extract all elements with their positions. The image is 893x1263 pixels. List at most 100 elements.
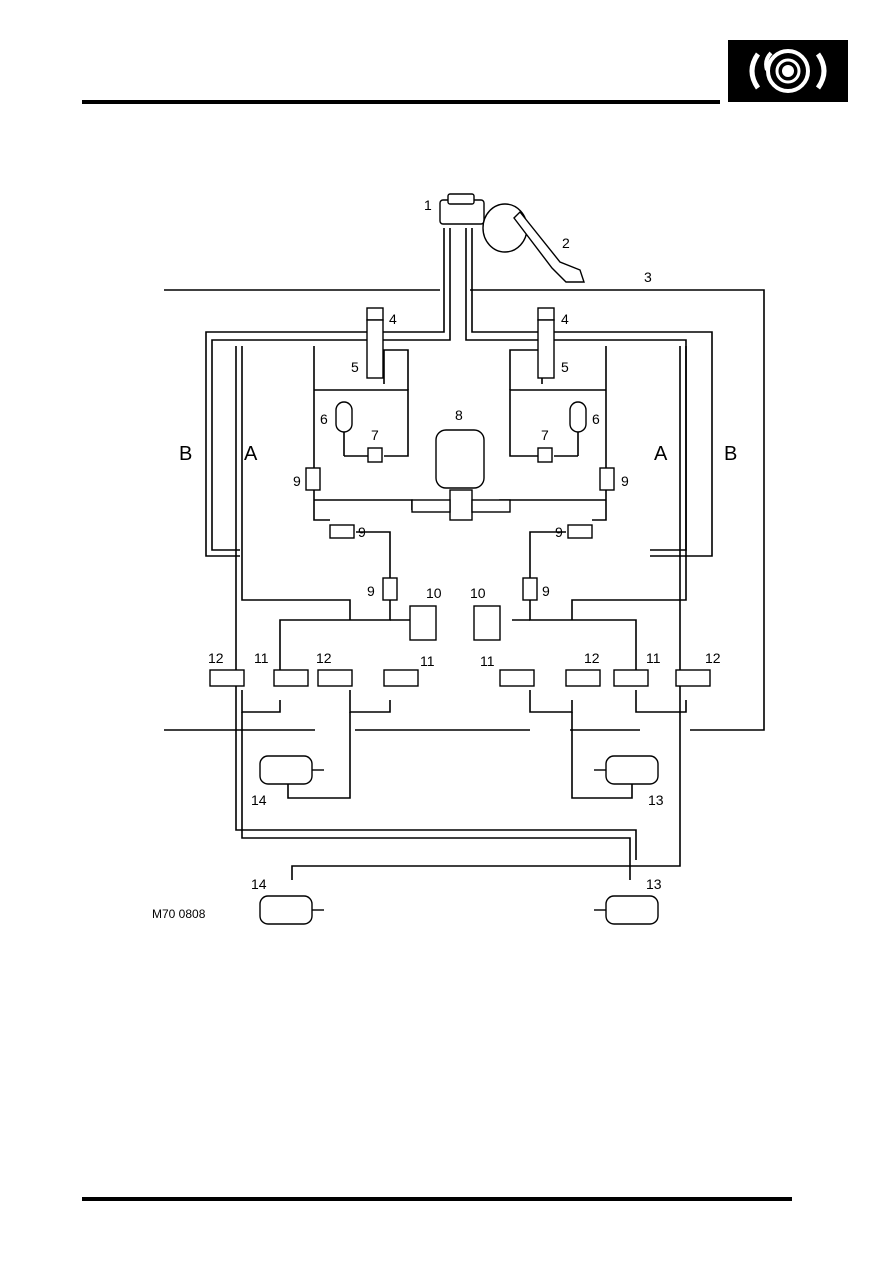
hydraulic-modulator (435, 429, 485, 489)
pipe-left-to-modulator (314, 499, 413, 510)
brake-pedal (513, 210, 585, 283)
valve-12-c (565, 669, 601, 687)
label-12-a: 12 (208, 650, 224, 666)
pipe-right-valves-a (635, 690, 687, 713)
valve-11-d (613, 669, 649, 687)
modulator-body (449, 489, 473, 521)
pipe-right-to-modulator (499, 499, 606, 510)
nrv-9-right-upper (599, 467, 615, 491)
circuit-a-left-main (235, 346, 637, 860)
pipe-left-nrv (313, 346, 330, 521)
label-circuit-b-left: B (179, 443, 192, 465)
label-12-d: 12 (705, 650, 721, 666)
label-14-rear: 14 (251, 876, 267, 892)
pipe-left-rear (279, 531, 391, 680)
label-1: 1 (424, 197, 432, 213)
nrv-9-left-upper (305, 467, 321, 491)
caliper-13-rear (605, 895, 659, 925)
label-circuit-a-left: A (244, 443, 258, 465)
pipe-left-rear-caliper (241, 712, 631, 880)
label-13-rear: 13 (646, 876, 662, 892)
label-7-right: 7 (541, 427, 549, 443)
pipe-right-valve7 (509, 389, 606, 457)
label-9-left-lower: 9 (367, 583, 375, 599)
caliper-14-front (259, 755, 313, 785)
pressure-switch-left (366, 307, 384, 321)
label-12-c: 12 (584, 650, 600, 666)
label-circuit-a-right: A (654, 443, 668, 465)
label-2: 2 (562, 235, 570, 251)
label-11-b: 11 (420, 653, 435, 669)
label-9-left-upper: 9 (293, 473, 301, 489)
brake-disc-icon (749, 49, 827, 93)
pipe-right-pump (509, 349, 543, 390)
modulator-solenoid-right (471, 499, 511, 513)
pressure-switch-right (537, 307, 555, 321)
valve-11-b (383, 669, 419, 687)
circuit-b-feed-right (465, 228, 687, 551)
label-13-front: 13 (648, 792, 664, 808)
modulator-solenoid-left (411, 499, 451, 513)
circuit-b-feed-right-outer (471, 228, 713, 557)
label-9-left-mid: 9 (358, 524, 366, 540)
accumulator-left (335, 401, 353, 433)
label-11-c: 11 (480, 653, 495, 669)
pump-unit-left (366, 319, 384, 379)
pipe-left-valves-a (241, 690, 281, 713)
nrv-9-right-mid (567, 524, 593, 539)
pipe-left-front-caliper (287, 712, 351, 799)
brakes-section-emblem (728, 40, 848, 102)
footer-rule (82, 1197, 792, 1201)
label-6-right: 6 (592, 411, 600, 427)
label-3: 3 (644, 269, 652, 285)
nrv-9-right-lower (522, 577, 538, 601)
pipe-left-accumulator (343, 430, 368, 457)
label-6-left: 6 (320, 411, 328, 427)
pipe-right-accumulator (554, 430, 579, 457)
pump-10-right (473, 605, 501, 641)
valve-12-a (209, 669, 245, 687)
pipe-right-rear (529, 531, 637, 680)
label-9-right-lower: 9 (542, 583, 550, 599)
pipe-right-front-caliper (571, 712, 633, 799)
circuit-a-right-main (291, 346, 681, 880)
valve-12-d (675, 669, 711, 687)
label-4-left: 4 (389, 311, 397, 327)
circuit-a-right-branch (571, 346, 687, 620)
label-4-right: 4 (561, 311, 569, 327)
label-7-left: 7 (371, 427, 379, 443)
pipe-left-valve7 (314, 389, 409, 457)
pump-unit-right (537, 319, 555, 379)
fluid-reservoir (447, 193, 475, 205)
label-9-right-upper: 9 (621, 473, 629, 489)
label-8: 8 (455, 407, 463, 423)
label-5-left: 5 (351, 359, 359, 375)
label-14-front: 14 (251, 792, 267, 808)
label-11-d: 11 (646, 650, 661, 666)
label-11-a: 11 (254, 650, 269, 666)
pipe-left-pump (383, 349, 409, 390)
caliper-14-rear (259, 895, 313, 925)
label-5-right: 5 (561, 359, 569, 375)
circuit-a-left-branch (241, 346, 351, 620)
pipe-right-valves-b (529, 690, 573, 713)
circuit-b-feed-left (205, 228, 445, 557)
label-10-left: 10 (426, 585, 442, 601)
valve-11-c (499, 669, 535, 687)
valve-7-right (537, 447, 553, 463)
header-rule (82, 100, 720, 104)
circuit-b-feed-left-inner (211, 228, 451, 551)
brake-booster (482, 203, 528, 253)
accumulator-right (569, 401, 587, 433)
pipe-right-nrv (592, 346, 607, 521)
nrv-9-left-mid (329, 524, 355, 539)
valve-7-left (367, 447, 383, 463)
circuit-b-return-loop (164, 289, 765, 731)
valve-11-a (273, 669, 309, 687)
pump-10-left (409, 605, 437, 641)
nrv-9-left-lower (382, 577, 398, 601)
label-9-right-mid: 9 (555, 524, 563, 540)
label-circuit-b-right: B (724, 443, 737, 465)
